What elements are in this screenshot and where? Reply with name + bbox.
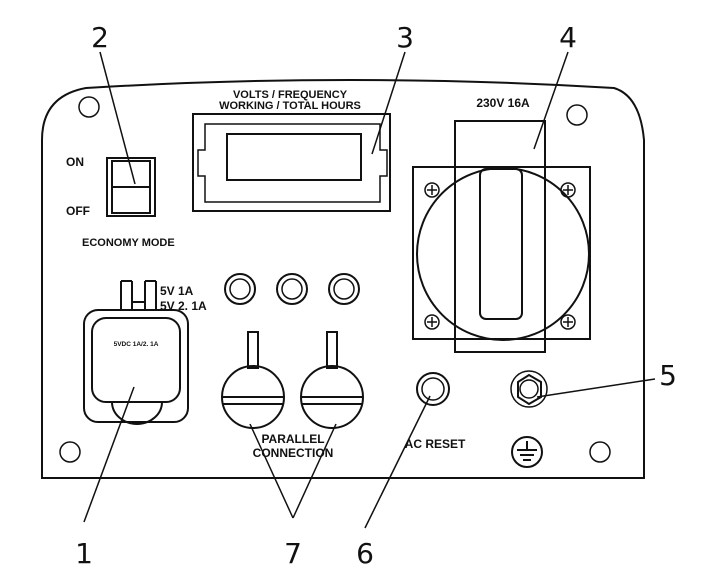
switch-on-label: ON bbox=[66, 155, 84, 169]
display-caption-line2: WORKING / TOTAL HOURS bbox=[219, 100, 361, 112]
usb-outlet[interactable] bbox=[83, 280, 189, 425]
ac-reset-button[interactable] bbox=[416, 372, 450, 406]
digital-display bbox=[192, 113, 391, 212]
parallel-terminal-right[interactable] bbox=[300, 331, 364, 429]
display-caption-line1: VOLTS / FREQUENCY bbox=[233, 89, 348, 101]
parallel-terminal-left[interactable] bbox=[221, 331, 285, 429]
ac-outlet[interactable] bbox=[412, 120, 591, 353]
switch-off-label: OFF bbox=[66, 204, 90, 218]
callout-leaders bbox=[83, 51, 656, 529]
ac-outlet-rating: 230V 16A bbox=[476, 96, 530, 110]
callout-4: 4 bbox=[559, 21, 577, 54]
ac-reset-label: AC RESET bbox=[405, 437, 466, 451]
callout-7: 7 bbox=[284, 537, 302, 570]
ground-symbol-icon bbox=[511, 436, 543, 468]
usb-rating-line1: 5V 1A bbox=[160, 284, 194, 298]
callout-1: 1 bbox=[75, 537, 93, 570]
mounting-hole-top-left bbox=[78, 96, 100, 118]
parallel-caption-line1: PARALLEL bbox=[261, 432, 324, 446]
callout-2: 2 bbox=[91, 21, 109, 54]
mounting-hole-top-right bbox=[566, 104, 588, 126]
economy-mode-switch[interactable] bbox=[106, 157, 156, 217]
parallel-caption-line2: CONNECTION bbox=[253, 446, 334, 460]
usb-port-label: 5VDC 1A/2. 1A bbox=[114, 341, 159, 348]
callout-5: 5 bbox=[659, 359, 677, 392]
ground-terminal[interactable] bbox=[510, 370, 548, 408]
indicator-lamps bbox=[224, 273, 360, 305]
economy-mode-label: ECONOMY MODE bbox=[82, 237, 175, 249]
callout-6: 6 bbox=[356, 537, 374, 570]
callout-3: 3 bbox=[396, 21, 414, 54]
mounting-hole-bottom-left bbox=[59, 441, 81, 463]
mounting-hole-bottom-right bbox=[589, 441, 611, 463]
outlet-screw-icon bbox=[424, 182, 576, 330]
panel-outline bbox=[41, 79, 645, 479]
